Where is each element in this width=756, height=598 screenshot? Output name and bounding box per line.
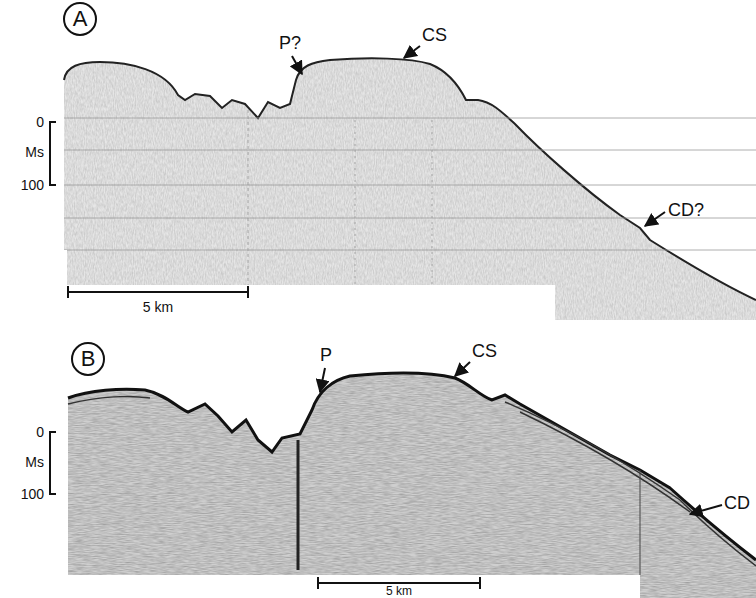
feature-label: CD? — [668, 201, 704, 219]
feature-label: P? — [279, 34, 301, 52]
feature-label: P — [320, 346, 332, 364]
feature-label: CS — [472, 342, 497, 360]
feature-label: CD — [724, 494, 750, 512]
depth-tick: 0 — [36, 115, 44, 129]
panel-letter-circle: A — [63, 2, 97, 36]
feature-label: CS — [422, 26, 447, 44]
panel-letter: B — [81, 348, 96, 370]
depth-unit: Ms — [25, 145, 44, 159]
profile-a — [50, 46, 756, 320]
scale-label: 5 km — [143, 300, 173, 314]
depth-unit: Ms — [25, 455, 44, 469]
depth-tick: 100 — [21, 178, 44, 192]
panel-letter-circle: B — [71, 342, 105, 376]
depth-tick: 0 — [36, 425, 44, 439]
profile-b — [50, 362, 756, 598]
scale-label: 5 km — [386, 585, 412, 597]
depth-tick: 100 — [21, 487, 44, 501]
panel-letter: A — [73, 8, 88, 30]
